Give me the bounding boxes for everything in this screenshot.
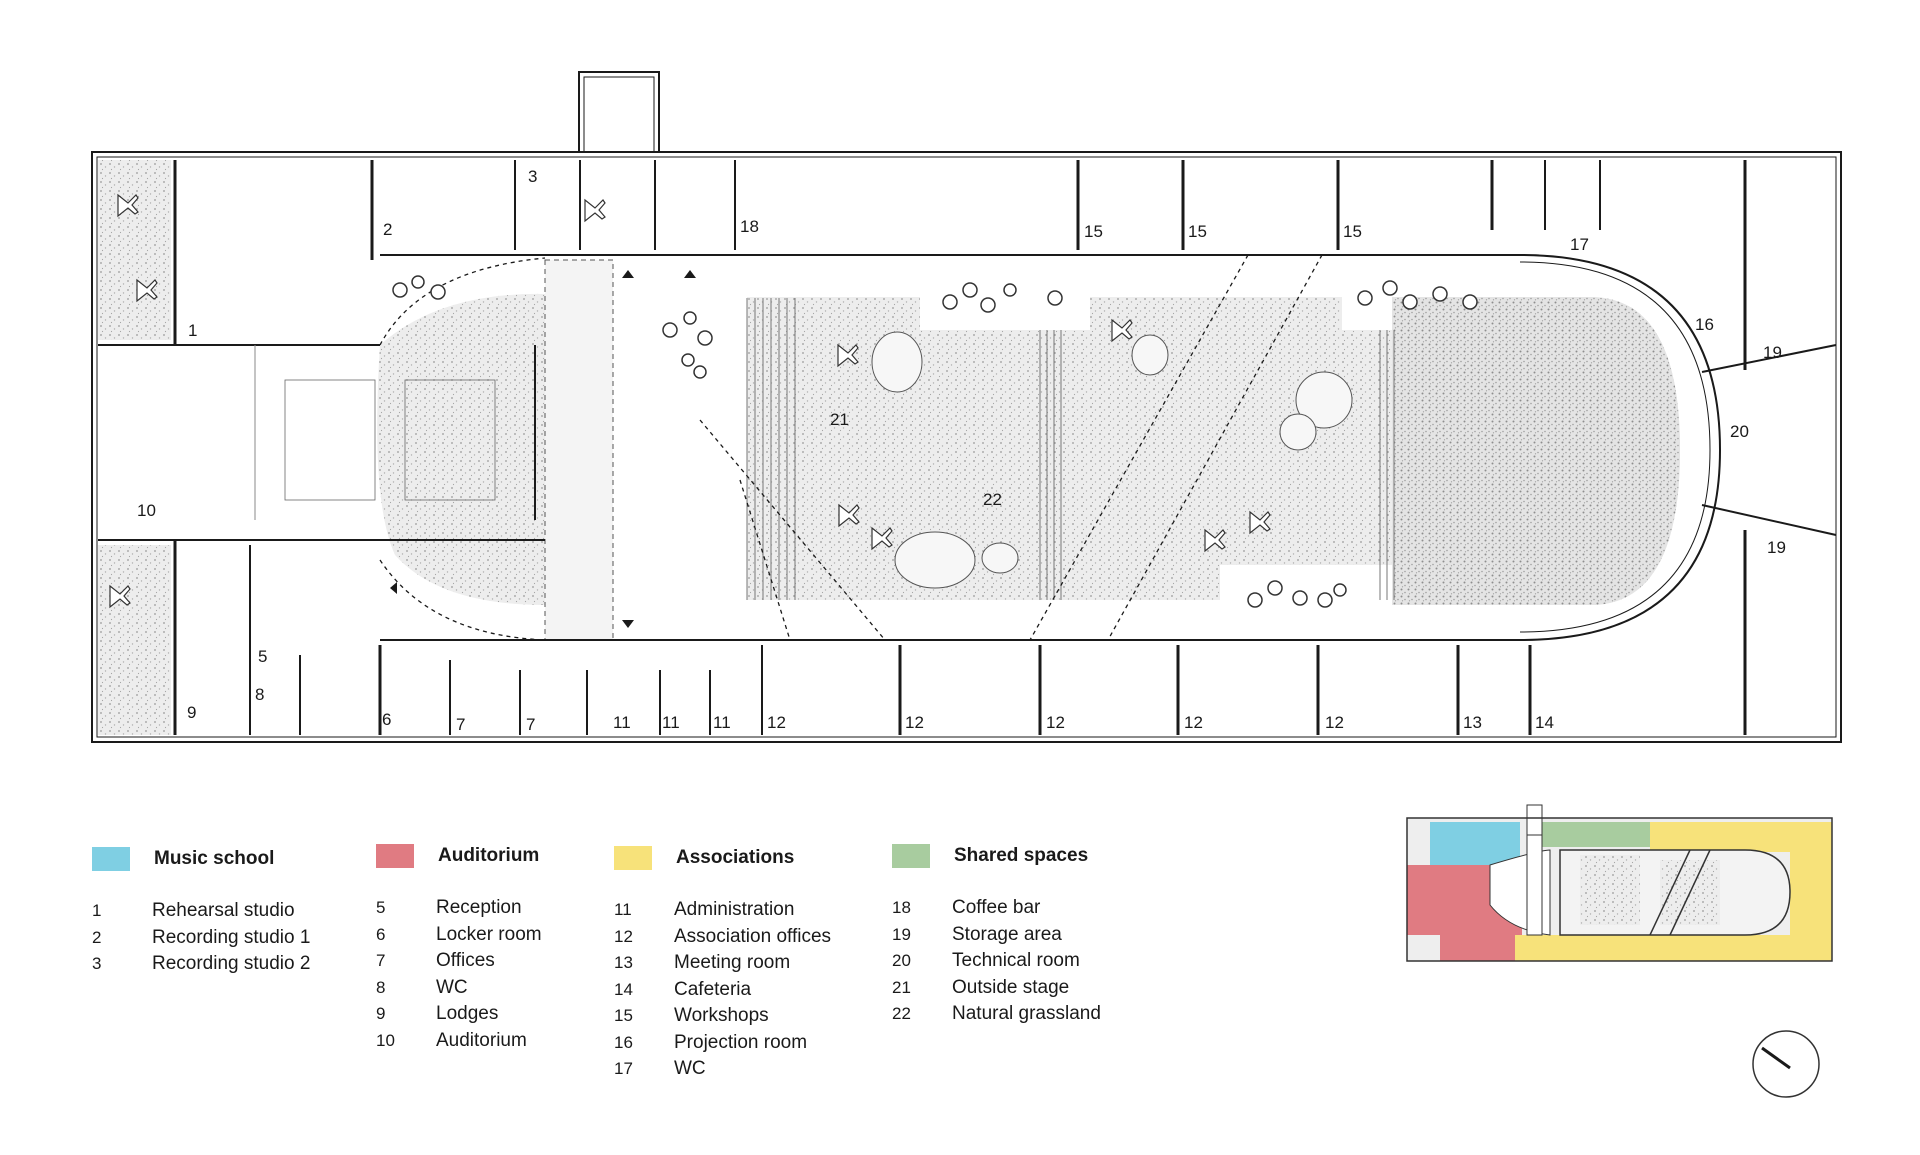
dashed-paths — [379, 254, 1323, 641]
room-label-6: 6 — [382, 710, 391, 729]
grass-areas — [98, 160, 1680, 735]
room-label-12e: 12 — [1325, 713, 1344, 732]
room-label-12b: 12 — [905, 713, 924, 732]
auditorium-seating — [284, 379, 496, 501]
room-label-20: 20 — [1730, 422, 1749, 441]
room-label-11a: 11 — [613, 713, 631, 732]
room-label-15a: 15 — [1084, 222, 1103, 241]
key-plan — [1406, 804, 1833, 962]
room-label-16: 16 — [1695, 315, 1714, 334]
stage-steps — [746, 298, 1395, 600]
room-label-17: 17 — [1570, 235, 1589, 254]
room-label-11c: 11 — [713, 713, 731, 732]
room-label-19b: 19 — [1767, 538, 1786, 557]
room-label-15c: 15 — [1343, 222, 1362, 241]
room-label-22: 22 — [983, 490, 1002, 509]
airplane-icon — [109, 193, 1271, 609]
boulders — [871, 331, 1353, 589]
room-label-7a: 7 — [456, 715, 465, 734]
room-label-3: 3 — [528, 167, 537, 186]
room-labels: 1 2 3 5 6 7 7 8 9 10 11 11 11 12 12 12 1… — [137, 167, 1786, 734]
room-label-8: 8 — [255, 685, 264, 704]
room-label-15b: 15 — [1188, 222, 1207, 241]
room-label-12d: 12 — [1184, 713, 1203, 732]
room-label-12c: 12 — [1046, 713, 1065, 732]
room-label-9: 9 — [187, 703, 196, 722]
room-label-7b: 7 — [526, 715, 535, 734]
room-label-10: 10 — [137, 501, 156, 520]
room-label-19a: 19 — [1763, 343, 1782, 362]
room-label-5: 5 — [258, 647, 267, 666]
room-label-11b: 11 — [662, 713, 680, 732]
room-label-13: 13 — [1463, 713, 1482, 732]
room-label-14: 14 — [1535, 713, 1554, 732]
entrance-markers — [390, 270, 696, 628]
north-arrow-icon — [1752, 1030, 1820, 1098]
building-outline — [91, 71, 1842, 743]
room-label-12a: 12 — [767, 713, 786, 732]
room-label-1: 1 — [188, 321, 197, 340]
room-label-18: 18 — [740, 217, 759, 236]
room-label-21: 21 — [830, 410, 849, 429]
tree-icon — [392, 275, 1478, 608]
interior-walls — [98, 160, 1837, 735]
room-label-2: 2 — [383, 220, 392, 239]
